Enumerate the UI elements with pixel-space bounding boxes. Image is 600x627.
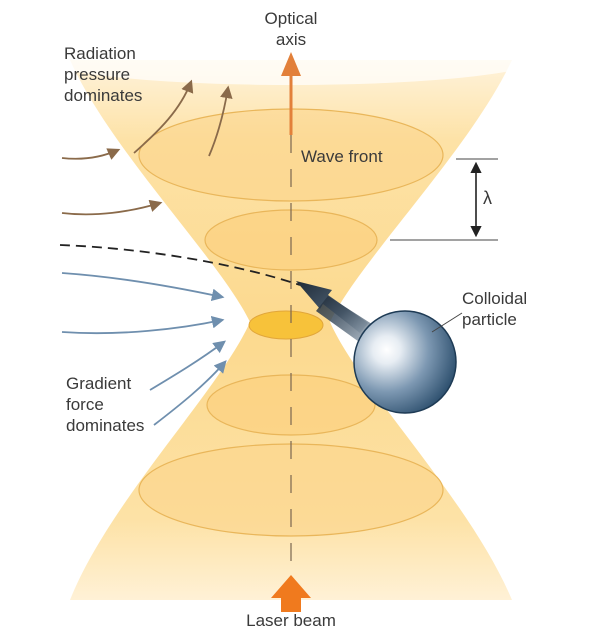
gradient-arrow-1 (61, 272, 225, 302)
radiation-arrow-1 (61, 148, 121, 160)
optical-axis-arrow-head (281, 52, 301, 76)
wavelength-symbol: λ (483, 188, 492, 208)
colloidal-particle-sphere (353, 310, 457, 414)
gradient-arrow-3 (149, 340, 227, 391)
wave-front-label: Wave front (301, 147, 383, 166)
optical-axis-label: Optical axis (264, 9, 318, 49)
radiation-pressure-label: Radiation pressure dominates (64, 44, 143, 105)
gradient-arrow-2 (61, 315, 225, 335)
particle-trajectory-dashed (59, 244, 301, 286)
gradient-force-label: Gradient force dominates (66, 374, 145, 435)
radiation-arrow-4 (208, 85, 233, 157)
radiation-arrow-3 (133, 79, 194, 154)
particle-force-arrow-shaft (316, 296, 375, 344)
radiation-arrow-2 (61, 199, 163, 216)
colloidal-particle-label: Colloidal particle (462, 289, 528, 329)
laser-beam-label: Laser beam (246, 611, 336, 627)
focus-spot (248, 310, 324, 340)
gradient-arrow-4 (153, 360, 227, 426)
laser-beam-arrow (271, 575, 311, 612)
particle-leader-line (431, 312, 463, 333)
